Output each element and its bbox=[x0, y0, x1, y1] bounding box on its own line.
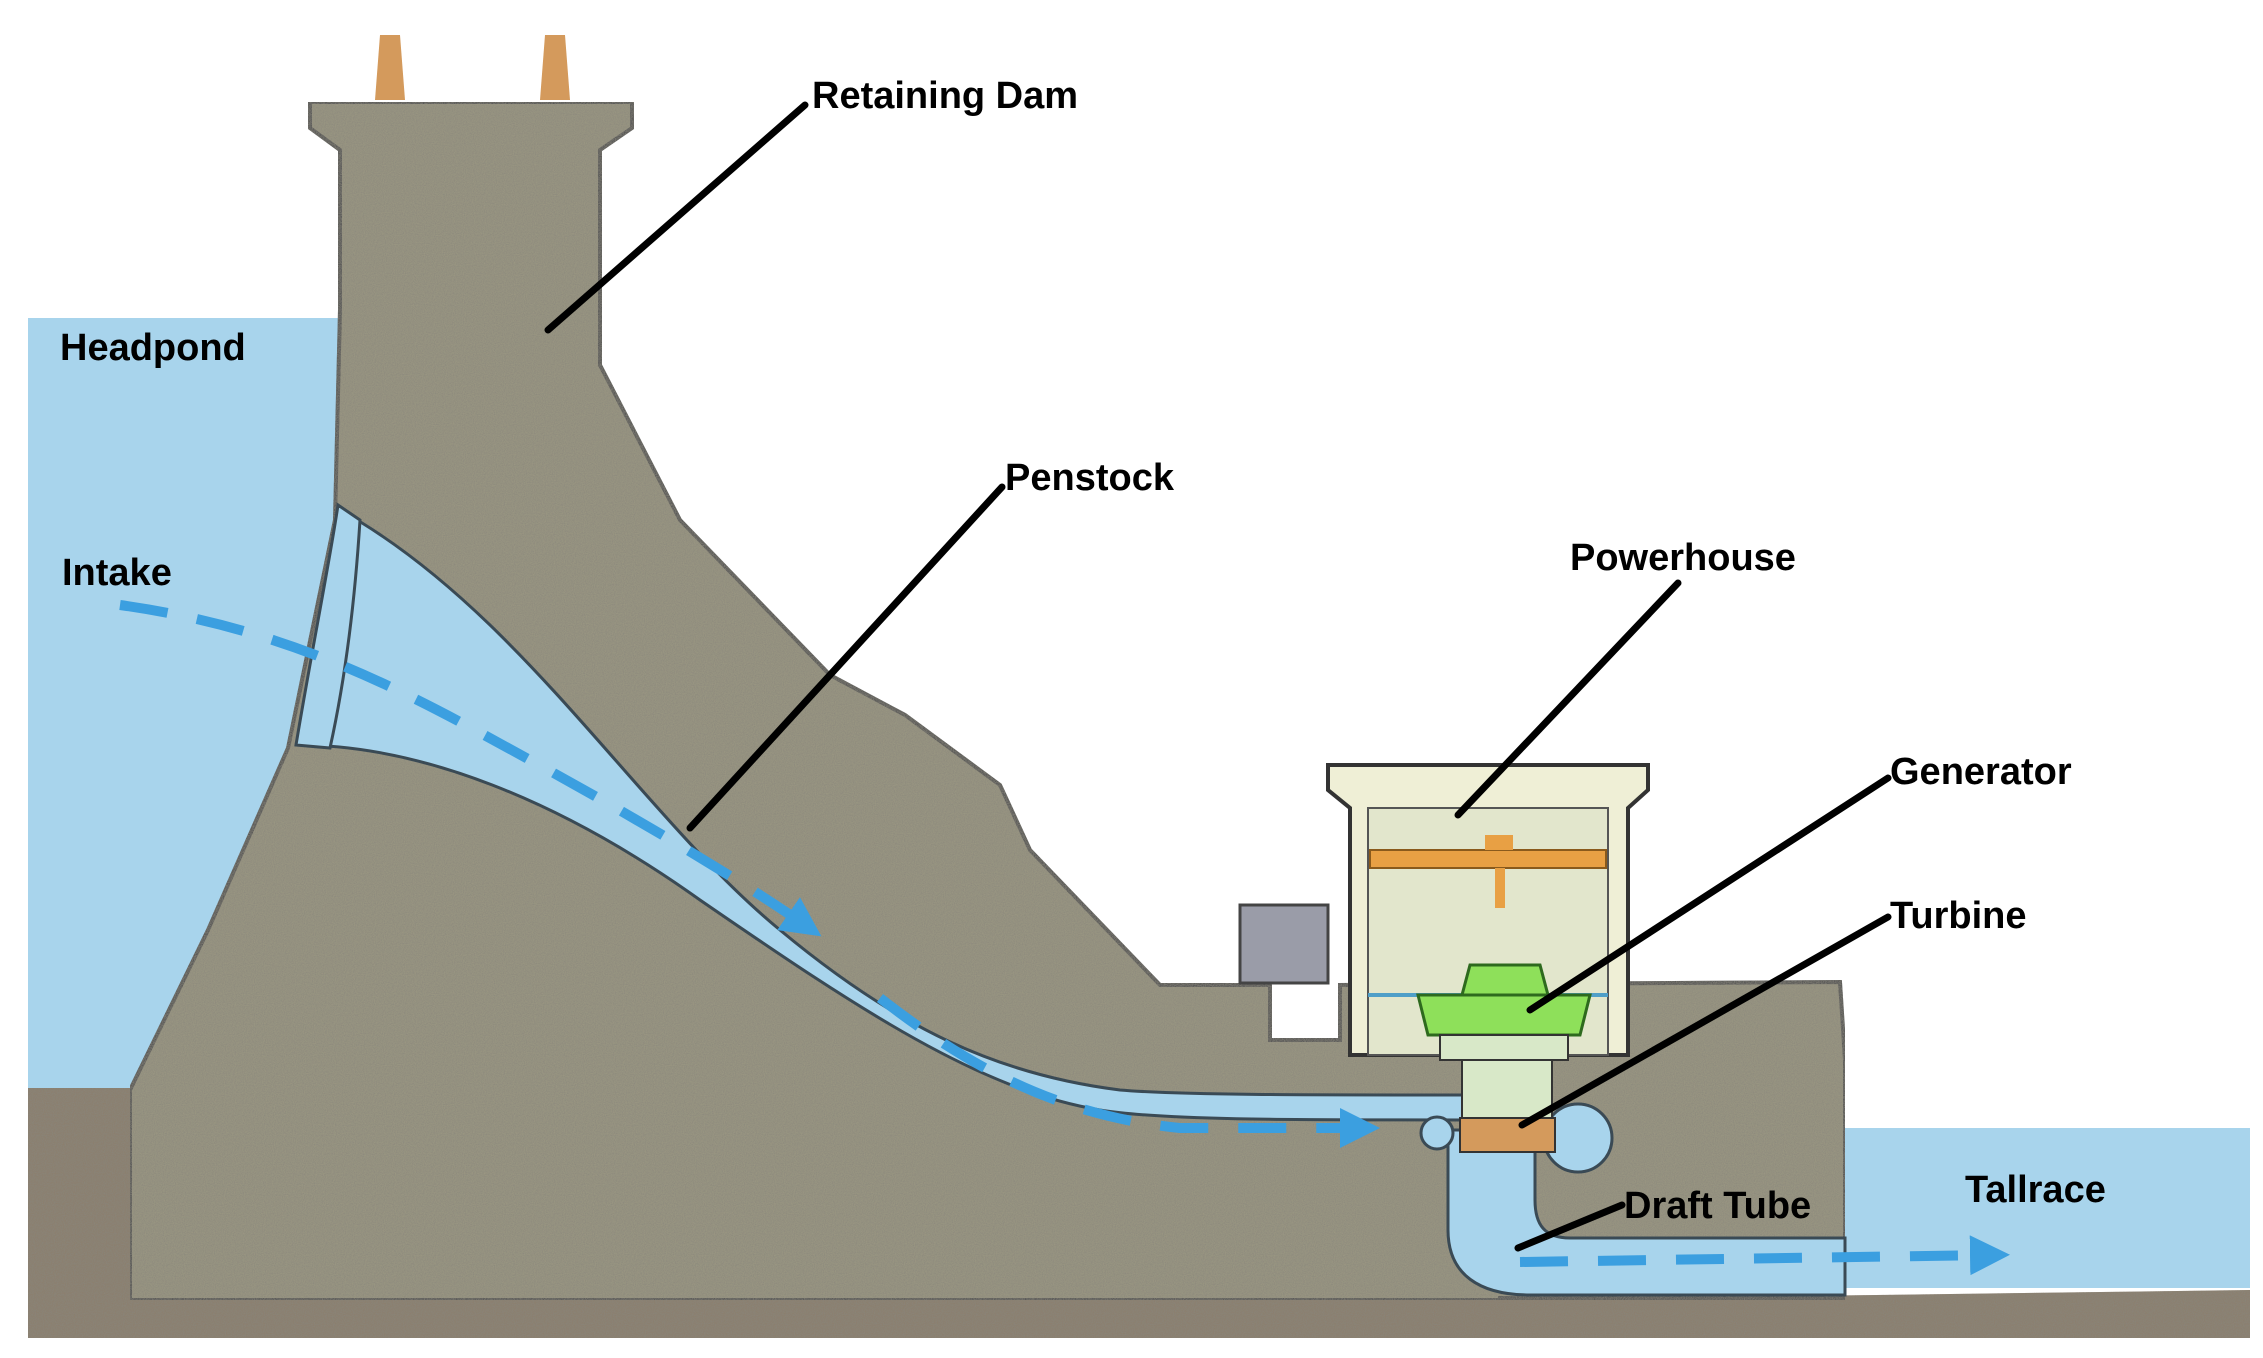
leader-penstock bbox=[686, 483, 1006, 832]
label-powerhouse: Powerhouse bbox=[1570, 537, 1796, 579]
leader-generator bbox=[1526, 774, 1892, 1014]
turbine-shaft bbox=[1461, 1059, 1553, 1119]
label-tailrace: Tallrace bbox=[1965, 1169, 2106, 1211]
flow-arrow-penstock bbox=[876, 994, 1380, 1148]
label-penstock: Penstock bbox=[1005, 457, 1175, 499]
leader-retaining-dam bbox=[544, 101, 809, 334]
gate-post-right bbox=[540, 35, 570, 100]
draft-tube bbox=[1446, 1128, 1847, 1297]
overhead-crane bbox=[1369, 849, 1607, 869]
powerhouse-annex bbox=[1238, 903, 1330, 985]
label-headpond: Headpond bbox=[60, 327, 246, 369]
turbine-runner bbox=[1459, 1117, 1556, 1153]
crane-hook bbox=[1495, 868, 1505, 908]
generator-unit bbox=[1416, 993, 1592, 1037]
spiral-casing-left bbox=[1419, 1115, 1455, 1151]
flow-arrow-tailrace bbox=[1519, 1235, 2010, 1276]
generator-base bbox=[1439, 1034, 1569, 1061]
label-draft-tube: Draft Tube bbox=[1624, 1185, 1811, 1227]
flow-arrow-intake bbox=[119, 600, 822, 937]
label-intake: Intake bbox=[62, 552, 172, 594]
intake-opening bbox=[294, 502, 362, 750]
leader-turbine bbox=[1518, 913, 1892, 1129]
leader-powerhouse bbox=[1454, 579, 1682, 819]
label-generator: Generator bbox=[1890, 751, 2072, 793]
crane-trolley bbox=[1485, 835, 1513, 850]
gate-post-left bbox=[375, 35, 405, 100]
label-turbine: Turbine bbox=[1890, 895, 2027, 937]
leader-draft-tube bbox=[1514, 1201, 1626, 1252]
label-retaining-dam: Retaining Dam bbox=[812, 75, 1078, 117]
generator-top bbox=[1460, 963, 1550, 997]
